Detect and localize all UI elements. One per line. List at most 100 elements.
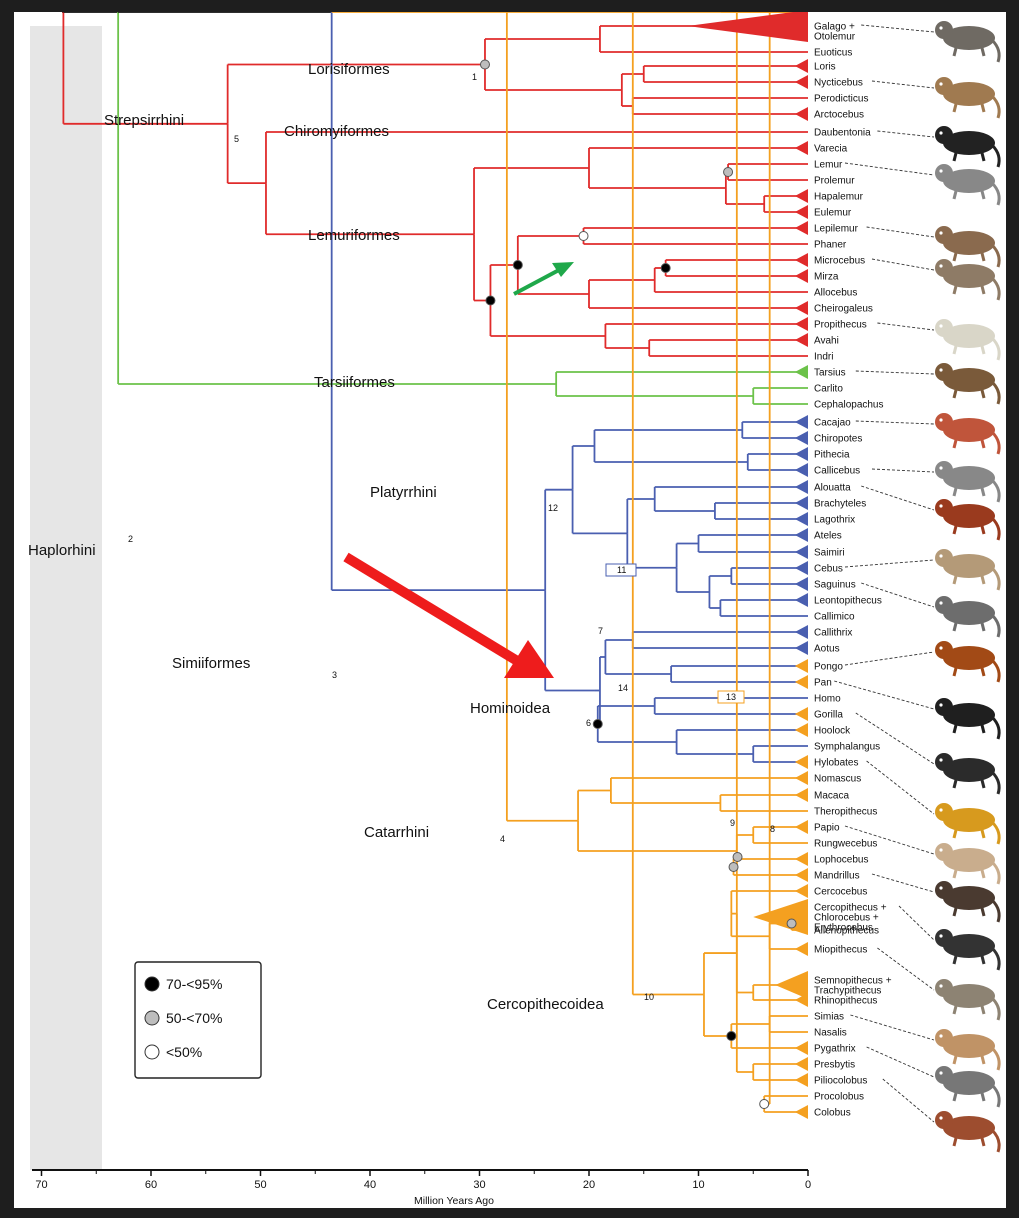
animal-tail: [992, 338, 999, 360]
animal-head: [935, 549, 953, 567]
wedge-mandrillus: [795, 868, 808, 882]
clade-label-hominoidea: Hominoidea: [470, 700, 551, 717]
clade-label-lemuriformes: Lemuriformes: [308, 227, 400, 244]
animal-leg: [982, 725, 984, 733]
axis-tick-label: 20: [583, 1179, 595, 1191]
taxon-label: Daubentonia: [814, 128, 871, 139]
wedge-lagothrix: [795, 512, 808, 526]
leader-line: [856, 371, 934, 374]
animal-eye: [939, 886, 942, 889]
taxon-nasalis: Nasalis: [814, 1028, 847, 1039]
taxon-label: Perodicticus: [814, 94, 868, 105]
taxon-nomascus: Nomascus: [814, 774, 861, 785]
support-marker: [760, 1100, 769, 1109]
animal-leg: [954, 104, 956, 112]
taxon-label: Aotus: [814, 644, 840, 655]
wedge-cercopithecus: [753, 899, 808, 935]
animal-eye: [939, 368, 942, 371]
taxon-pithecia: Pithecia: [814, 450, 850, 461]
wedge-cacajao: [795, 415, 808, 429]
wedge-nomascus: [795, 771, 808, 785]
animal-eye: [939, 808, 942, 811]
tree-branches: [62, 12, 808, 1112]
tarsier-illustration: [935, 413, 999, 454]
taxon-cheirogaleus: Cheirogaleus: [814, 304, 873, 315]
taxon-label: Tarsius: [814, 368, 846, 379]
leader-line: [872, 469, 934, 472]
node-number: 3: [332, 670, 337, 680]
taxon-label: Varecia: [814, 144, 848, 155]
animal-leg: [954, 390, 956, 398]
animal-leg: [954, 1093, 956, 1101]
leader-line: [856, 713, 934, 764]
node-number: 5: [234, 134, 239, 144]
node-number: 12: [548, 503, 558, 513]
node-number: 2: [128, 534, 133, 544]
animal-leg: [954, 488, 956, 496]
animal-eye: [939, 646, 942, 649]
support-marker: [579, 232, 588, 241]
taxon-label: Callimico: [814, 612, 855, 623]
support-marker: [661, 264, 670, 273]
wedge-loris: [795, 59, 808, 73]
taxon-varecia: Varecia: [814, 144, 848, 155]
taxon-label: Pithecia: [814, 450, 850, 461]
axis-tick-label: 50: [254, 1179, 266, 1191]
wedge-lophocebus: [795, 852, 808, 866]
wedge-presbytis: [795, 1057, 808, 1071]
leader-line: [856, 421, 934, 424]
animal-leg: [982, 191, 984, 199]
node-number: 14: [618, 683, 628, 693]
leader-line: [872, 874, 934, 892]
animal-leg: [982, 1056, 984, 1064]
illustration-leader-lines: [834, 25, 934, 1122]
taxon-pongo: Pongo: [814, 662, 843, 673]
leader-line: [845, 560, 934, 567]
proboscis-monkey-illustration: [935, 1066, 999, 1107]
animal-leg: [982, 1006, 984, 1014]
taxon-label: Euoticus: [814, 48, 852, 59]
axis-tick-label: 60: [145, 1179, 157, 1191]
animal-head: [935, 1066, 953, 1084]
taxon-lemur: Lemur: [814, 160, 843, 171]
animal-tail: [992, 772, 999, 794]
taxon-hylobates: Hylobates: [814, 758, 858, 769]
animal-leg: [982, 253, 984, 261]
taxon-label: Cercocebus: [814, 887, 867, 898]
animal-tail: [992, 998, 999, 1020]
wedge-semnopithecus: [775, 971, 808, 999]
node-number: 10: [644, 992, 654, 1002]
taxon-cercocebus: Cercocebus: [814, 887, 867, 898]
taxon-label: Pan: [814, 678, 832, 689]
taxon-label: Pygathrix: [814, 1044, 856, 1055]
taxon-label: Hoolock: [814, 726, 851, 737]
wedge-cercocebus: [795, 884, 808, 898]
animal-leg: [982, 668, 984, 676]
animal-eye: [939, 418, 942, 421]
galago-illustration: [935, 21, 999, 62]
wedge-piliocolobus: [795, 1073, 808, 1087]
taxon-galago: Galago +Otolemur: [814, 22, 856, 43]
node-number: 1: [472, 72, 477, 82]
animal-leg: [954, 253, 956, 261]
taxon-microcebus: Microcebus: [814, 256, 865, 267]
taxon-label: Saimiri: [814, 548, 845, 559]
legend-label: 50-<70%: [166, 1010, 222, 1026]
taxon-hapalemur: Hapalemur: [814, 192, 864, 203]
taxon-simias: Simias: [814, 1012, 844, 1023]
animal-tail: [992, 40, 999, 62]
wedge-macaca: [795, 788, 808, 802]
leader-line: [867, 227, 934, 237]
wedge-ateles: [795, 528, 808, 542]
wedge-alouatta: [795, 480, 808, 494]
taxon-gorilla: Gorilla: [814, 710, 843, 721]
animal-tail: [992, 382, 999, 404]
animal-leg: [982, 286, 984, 294]
taxon-label: Mirza: [814, 272, 839, 283]
taxon-label: Cebus: [814, 564, 843, 575]
taxon-aotus: Aotus: [814, 644, 840, 655]
animal-leg: [954, 668, 956, 676]
taxon-theropithecus: Theropithecus: [814, 807, 877, 818]
wedge-lepilemur: [795, 221, 808, 235]
